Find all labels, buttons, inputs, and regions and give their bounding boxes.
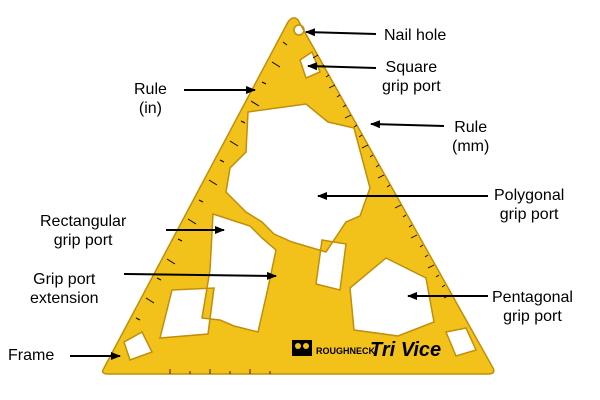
arrow-rule-mm	[370, 120, 445, 129]
rule-in-ticks	[135, 41, 288, 321]
label-rectangular-line1: Rectangular	[40, 213, 127, 230]
label-extension-line2: extension	[30, 290, 99, 307]
arrow-extension	[123, 271, 277, 280]
bottom-rule-ticks	[169, 369, 271, 374]
label-polygonal-line2: grip port	[499, 206, 559, 223]
label-rule-in: Rule (in)	[134, 80, 167, 118]
label-rule-mm: Rule (mm)	[452, 118, 489, 156]
brand-name: ROUGHNECK	[316, 346, 376, 356]
label-rule-mm-line2: (mm)	[452, 138, 490, 155]
tool-frame	[101, 17, 495, 375]
label-rule-in-line1: Rule	[134, 81, 167, 98]
product-name: Tri Vice	[370, 339, 441, 361]
label-grip-port-extension: Grip port extension	[30, 270, 99, 308]
label-rectangular-line2: grip port	[53, 232, 113, 249]
brand-logo: ROUGHNECK Tri Vice	[292, 339, 441, 361]
label-pentagonal-grip-port: Pentagonal grip port	[492, 288, 573, 326]
label-pentagonal-line1: Pentagonal	[492, 289, 573, 306]
label-rectangular-grip-port: Rectangular grip port	[40, 212, 126, 250]
label-polygonal-grip-port: Polygonal grip port	[494, 186, 564, 224]
arrow-nail-hole	[305, 28, 377, 37]
label-square-grip-port: Square grip port	[382, 58, 441, 96]
label-pentagonal-line2: grip port	[503, 308, 562, 325]
label-polygonal-line1: Polygonal	[494, 187, 565, 204]
label-frame: Frame	[8, 347, 55, 364]
label-nail-hole: Nail hole	[384, 27, 447, 44]
arrow-square	[307, 62, 377, 71]
rule-mm-ticks	[312, 54, 451, 299]
annotation-arrows	[70, 28, 488, 360]
label-rule-mm-line1: Rule	[454, 119, 488, 136]
label-extension-line1: Grip port	[33, 271, 96, 288]
label-square-line2: grip port	[382, 78, 441, 95]
label-square-line1: Square	[385, 59, 438, 76]
label-rule-in-line2: (in)	[138, 100, 162, 117]
